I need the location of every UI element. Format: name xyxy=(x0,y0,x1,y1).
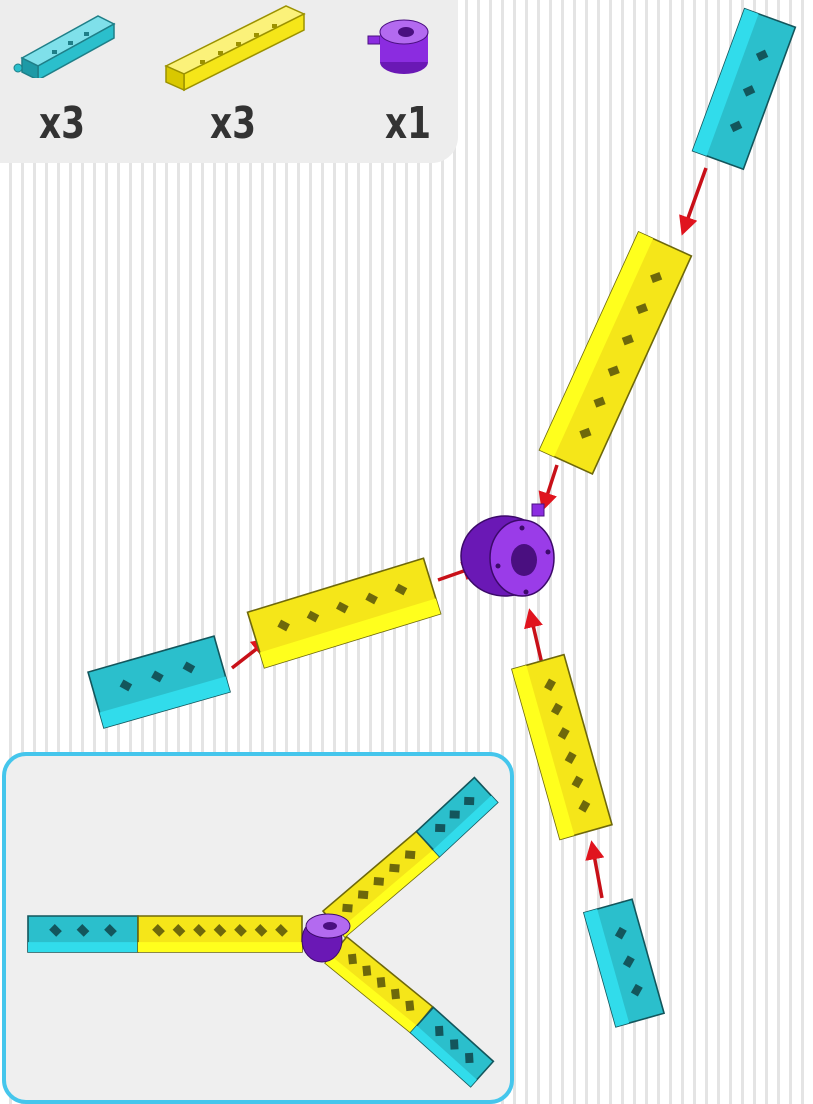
beam-hole xyxy=(435,824,445,832)
teal-beam-right xyxy=(584,899,664,1027)
inset-teal-beam-left xyxy=(28,916,138,952)
inset-yellow-beam-left xyxy=(138,916,302,952)
inset-beams xyxy=(28,778,498,1087)
beam-hole xyxy=(362,965,371,976)
beam-hole xyxy=(405,1000,414,1011)
yellow-beam-left xyxy=(247,558,440,667)
beam-hole xyxy=(373,877,384,886)
assembled-model xyxy=(2,752,514,1104)
beam-hole xyxy=(435,1026,444,1036)
yellow-beam-right xyxy=(512,655,612,840)
beam-hole xyxy=(342,904,353,913)
inset-yellow-beam-bottom xyxy=(325,937,432,1033)
beam-hole xyxy=(465,1053,474,1063)
teal-beam-left xyxy=(88,636,230,728)
teal-beam-top xyxy=(693,9,796,170)
yellow-beam-top xyxy=(540,232,692,474)
beam-hole xyxy=(377,977,386,988)
beam-hole xyxy=(405,850,416,859)
beam-hole xyxy=(348,954,357,965)
beam-hole xyxy=(358,890,369,899)
inset-teal-beam-bottom xyxy=(411,1007,494,1086)
beam-hole xyxy=(464,797,474,805)
beam-hole xyxy=(391,989,400,1000)
beam-hole xyxy=(450,810,460,818)
beam-hole xyxy=(450,1039,459,1049)
beam-hole xyxy=(389,864,400,873)
inset-teal-beam-top xyxy=(416,778,497,857)
hub-part xyxy=(461,504,554,596)
